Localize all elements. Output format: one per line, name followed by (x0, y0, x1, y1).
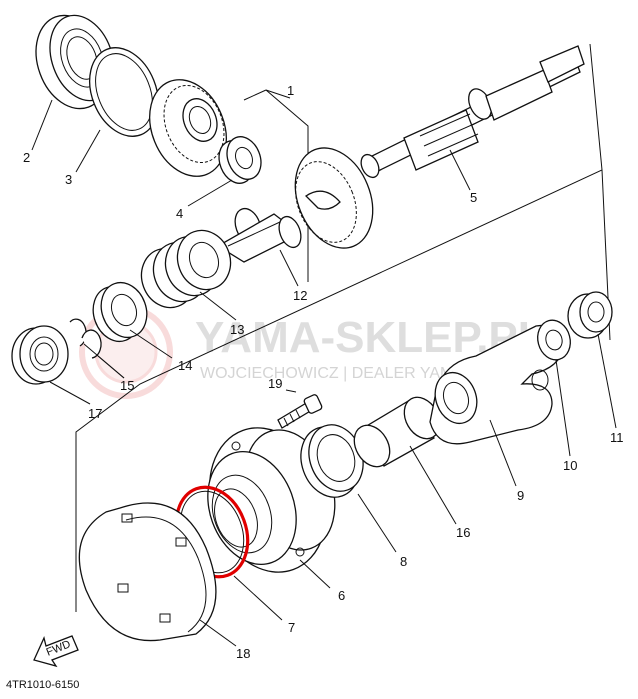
callout-7: 7 (288, 620, 295, 635)
callouts: 1 2 3 4 5 6 7 8 9 10 11 12 13 14 15 16 1… (23, 83, 624, 661)
fwd-arrow-icon: FWD (33, 635, 79, 668)
damper-part-13 (140, 229, 232, 309)
nut-part-11 (567, 291, 613, 339)
callout-15: 15 (120, 378, 134, 393)
washer-part-10 (537, 319, 571, 361)
collar-part-14 (92, 281, 148, 343)
shim-part-3 (89, 47, 159, 137)
callout-19: 19 (268, 376, 282, 391)
pinion-shaft-part-12 (216, 207, 302, 263)
callout-3: 3 (65, 172, 72, 187)
callout-8: 8 (400, 554, 407, 569)
callout-10: 10 (563, 458, 577, 473)
callout-12: 12 (293, 288, 307, 303)
shaft-part-5 (360, 45, 585, 179)
callout-16: 16 (456, 525, 470, 540)
callout-6: 6 (338, 588, 345, 603)
callout-5: 5 (470, 190, 477, 205)
callout-2: 2 (23, 150, 30, 165)
callout-4: 4 (176, 206, 183, 221)
bearing-part-4 (218, 136, 262, 184)
callout-11: 11 (610, 430, 624, 445)
bevel-gear-left-part-1 (149, 79, 227, 177)
yoke-part-9 (429, 324, 565, 445)
bearing-part-17 (11, 325, 69, 385)
callout-13: 13 (230, 322, 244, 337)
callout-18: 18 (236, 646, 250, 661)
callout-14: 14 (178, 358, 192, 373)
diagram-code: 4TR1010-6150 (6, 679, 79, 691)
bolt-part-19 (277, 394, 323, 429)
bevel-gear-right-part-1 (294, 147, 374, 249)
callout-17: 17 (88, 406, 102, 421)
callout-9: 9 (517, 488, 524, 503)
watermark-subtext: WOJCIECHOWICZ | DEALER YAMAHA (200, 365, 487, 382)
leader-lines (31, 89, 617, 647)
housing-part-6 (207, 427, 336, 573)
plate-part-18 (78, 502, 217, 642)
callout-1: 1 (287, 83, 294, 98)
